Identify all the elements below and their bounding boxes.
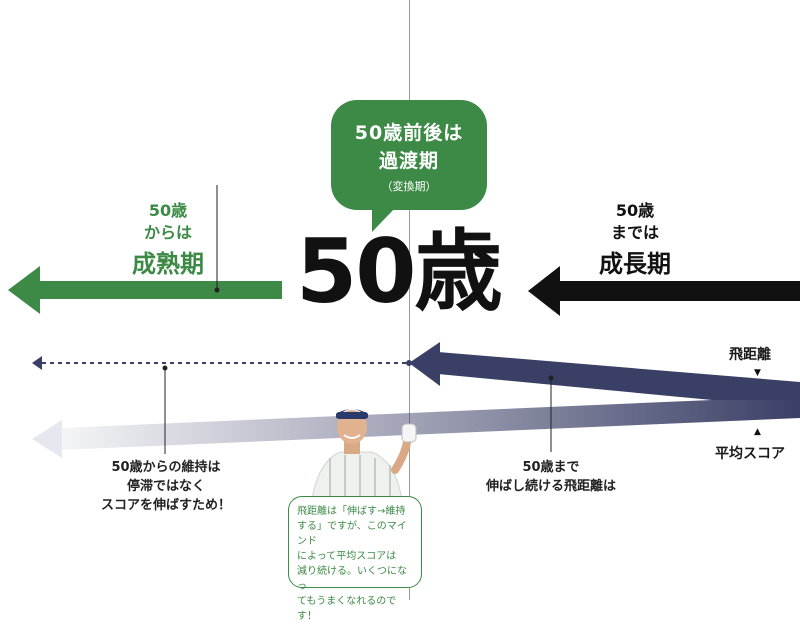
right-caption: 50歳まで 伸ばし続ける飛距離は (470, 458, 632, 496)
callout-line: てもうまくなれるのです！ (297, 596, 397, 622)
callout-line: 減り続ける。いくつになっ (297, 566, 407, 592)
maintain-dashed-head (32, 356, 42, 370)
growth-label-line1: 50歳 (615, 201, 655, 220)
distance-arrow-head (409, 342, 440, 386)
growth-arrow (528, 266, 800, 316)
age-50-heading: 50歳 (296, 220, 502, 323)
golfer-photo (311, 409, 417, 501)
left-caption-line: 停滞ではなく (126, 479, 205, 494)
transition-bubble: 50歳前後は 過渡期 （変換期） (331, 100, 487, 210)
left-caption-line: スコアを伸ばすため！ (100, 498, 231, 513)
callout-line: する」ですが、このマインド (297, 521, 407, 547)
diagram-arrows (8, 185, 800, 501)
growth-label-line2: までは (610, 223, 659, 242)
growth-label-big: 成長期 (599, 250, 671, 278)
bubble-line1: 50歳前後は (354, 122, 464, 144)
distance-arrow-body (438, 352, 800, 400)
maturity-label-big: 成熟期 (132, 250, 204, 278)
score-arrow-body (60, 400, 800, 450)
bubble-line3: （変換期） (381, 180, 437, 193)
maturity-label-line1: 50歳 (148, 201, 188, 220)
maturity-label-line2: からは (143, 223, 192, 242)
callout-line: 飛距離は「伸ばす→維持 (297, 506, 406, 517)
right-caption-line: 50歳まで (522, 460, 580, 475)
golfer-callout: 飛距離は「伸ばす→維持 する」ですが、このマインド によって平均スコアは 減り続… (288, 496, 422, 622)
right-caption-line: 伸ばし続ける飛距離は (485, 479, 616, 494)
bubble-tail (372, 205, 398, 232)
avg-score-tag: 平均スコア (715, 446, 785, 462)
distance-down-marker: ▼ (754, 368, 761, 378)
score-up-marker: ▲ (754, 427, 761, 437)
bubble-line2: 過渡期 (378, 150, 439, 172)
maturity-leader-dot (214, 287, 220, 293)
callout-line: によって平均スコアは (297, 551, 397, 562)
center-divider (409, 0, 410, 600)
score-arrow-head (32, 420, 62, 458)
left-caption-line: 50歳からの維持は (111, 460, 221, 475)
maturity-label: 50歳 からは 成熟期 (118, 200, 218, 279)
left-caption: 50歳からの維持は 停滞ではなく スコアを伸ばすため！ (78, 458, 254, 515)
distance-tag: 飛距離 (729, 347, 771, 363)
maturity-arrow (8, 266, 282, 314)
growth-label: 50歳 までは 成長期 (585, 200, 685, 279)
